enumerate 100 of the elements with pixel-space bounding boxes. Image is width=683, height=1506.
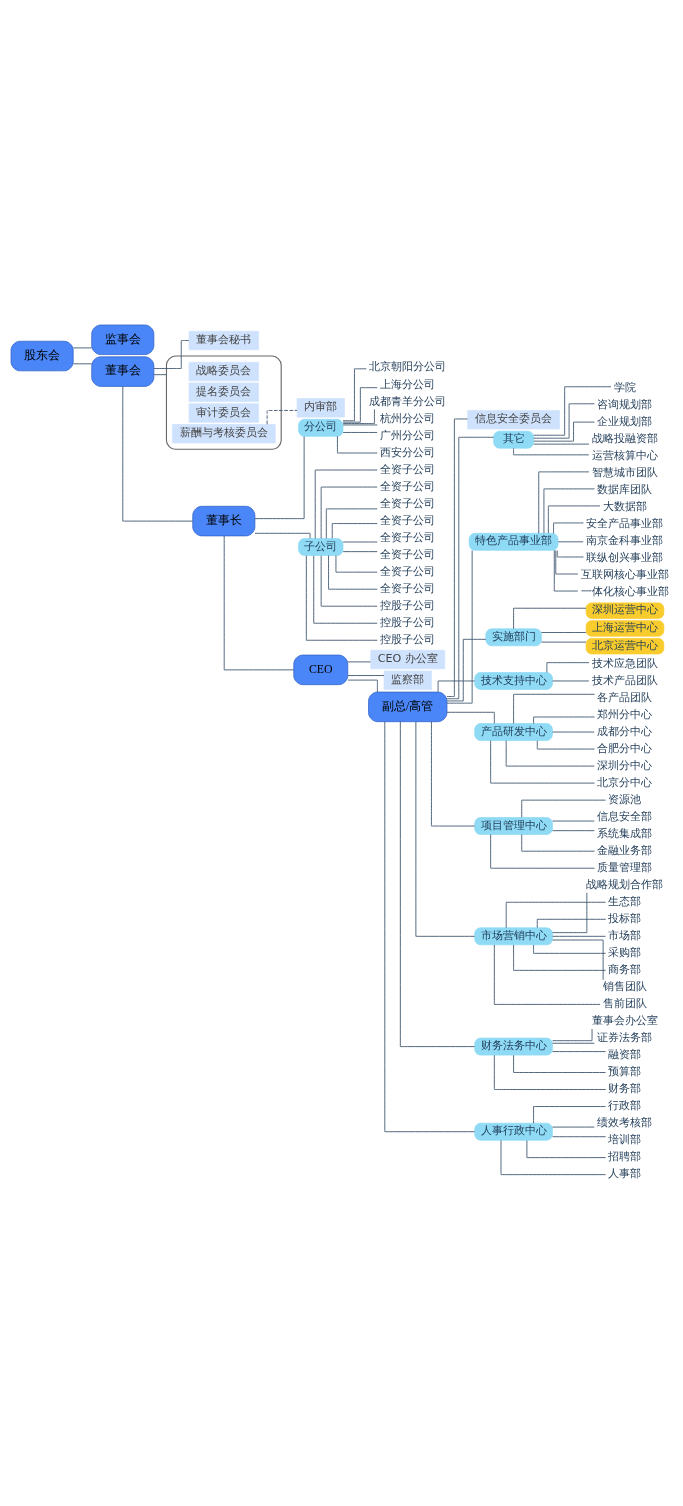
connector — [540, 631, 587, 633]
node-text: 杭州分公司 — [380, 411, 436, 425]
connector — [552, 1028, 593, 1041]
node-text: 培训部 — [608, 1132, 642, 1146]
connector — [533, 443, 590, 445]
node-box: 董事会秘书 — [188, 330, 259, 350]
connector — [500, 1139, 607, 1175]
connector — [552, 1135, 607, 1137]
connector — [446, 638, 487, 701]
node-box: 项目管理中心 — [474, 816, 553, 835]
node-box: 战略委员会 — [188, 361, 259, 381]
node-text: 董事会办公室 — [591, 1013, 658, 1027]
connector — [552, 829, 595, 831]
node-text: 金融业务部 — [597, 843, 653, 857]
connector — [546, 661, 590, 673]
node-box: 监察部 — [383, 670, 432, 690]
connector — [342, 431, 378, 433]
connector — [552, 891, 588, 933]
node-text: 控股子公司 — [380, 632, 436, 646]
node-box: 人事行政中心 — [474, 1122, 553, 1141]
node-box: 内审部 — [296, 397, 345, 417]
connector — [513, 1054, 606, 1073]
node-text: 战略规划合作部 — [586, 877, 664, 891]
node-text: 投标部 — [608, 911, 642, 925]
connector — [553, 522, 584, 534]
connector — [347, 679, 378, 692]
node-text: 全资子公司 — [380, 564, 436, 578]
node-text: 上海分公司 — [380, 377, 436, 390]
node-box: 提名委员会 — [188, 382, 259, 402]
node-text: 全资子公司 — [380, 513, 436, 527]
connector — [552, 939, 604, 980]
connector — [493, 1054, 607, 1090]
connector — [337, 435, 378, 453]
node-text: 技术产品团队 — [591, 673, 658, 687]
connector — [533, 402, 595, 439]
connector — [543, 487, 595, 534]
node-text: 证券法务部 — [597, 1030, 653, 1044]
node-text: 全资子公司 — [380, 547, 436, 561]
connector — [533, 716, 595, 724]
node-text: 各产品团队 — [597, 690, 653, 704]
node-text: 学院 — [613, 380, 636, 394]
node-text: 一体化核心事业部 — [580, 584, 669, 598]
node-box: 深圳运营中心 — [585, 602, 665, 619]
node-text: 成都分中心 — [597, 724, 653, 738]
node-box: 薪酬与考核委员会 — [172, 423, 276, 443]
node-text: 商务部 — [608, 962, 642, 976]
connector — [552, 1050, 607, 1052]
connector — [72, 362, 93, 364]
connector — [446, 436, 494, 699]
node-box: 监事会 — [91, 324, 155, 355]
connector — [538, 470, 590, 534]
connector — [331, 522, 378, 539]
connector — [254, 532, 311, 539]
connector — [342, 424, 378, 425]
node-text: 西安分公司 — [380, 445, 436, 459]
connector — [320, 554, 378, 607]
connector — [122, 385, 194, 522]
node-text: 全资子公司 — [380, 462, 436, 476]
connector — [521, 833, 595, 852]
node-text: 市场部 — [608, 928, 642, 942]
connector — [342, 367, 367, 421]
node-box: 上海运营中心 — [585, 619, 665, 637]
node-box: CEO 办公室 — [370, 649, 446, 669]
connector — [513, 693, 595, 724]
node-text: 企业规划部 — [597, 414, 653, 428]
connector — [526, 1139, 607, 1158]
node-text: 大数据部 — [602, 499, 647, 513]
connector — [552, 935, 607, 937]
node-box: CEO — [293, 654, 349, 685]
node-box: 其它 — [493, 430, 534, 449]
connector — [437, 680, 475, 692]
node-text: 成都青羊分公司 — [369, 394, 447, 408]
node-box: 审计委员会 — [188, 402, 259, 423]
node-text: 数据库团队 — [597, 482, 653, 496]
node-text: 人事部 — [608, 1166, 642, 1180]
node-text: 深圳分中心 — [597, 758, 653, 772]
connector — [325, 507, 378, 539]
node-text: 全资子公司 — [380, 496, 436, 510]
connector — [556, 549, 584, 557]
node-text: 合肥分中心 — [597, 741, 653, 755]
connector — [555, 549, 579, 574]
connector — [533, 421, 595, 442]
connector — [536, 739, 595, 749]
node-text: 咨询规划部 — [597, 397, 653, 411]
connector — [505, 739, 595, 767]
node-box: 特色产品事业部 — [468, 532, 559, 551]
connector — [553, 549, 579, 591]
node-text: 全资子公司 — [380, 581, 436, 595]
node-text: 全资子公司 — [380, 530, 436, 544]
node-text: 北京朝阳分公司 — [369, 359, 447, 373]
node-box: 副总/高管 — [368, 691, 448, 722]
connector — [399, 720, 476, 1047]
node-text: 售前团队 — [602, 996, 647, 1010]
connector — [320, 486, 378, 539]
node-text: 技术应急团队 — [591, 656, 658, 670]
connector — [305, 554, 378, 641]
connector — [557, 540, 584, 542]
node-box: 技术支持中心 — [474, 671, 553, 690]
node-box: 股东会 — [10, 340, 74, 371]
node-box: 分公司 — [298, 418, 344, 437]
